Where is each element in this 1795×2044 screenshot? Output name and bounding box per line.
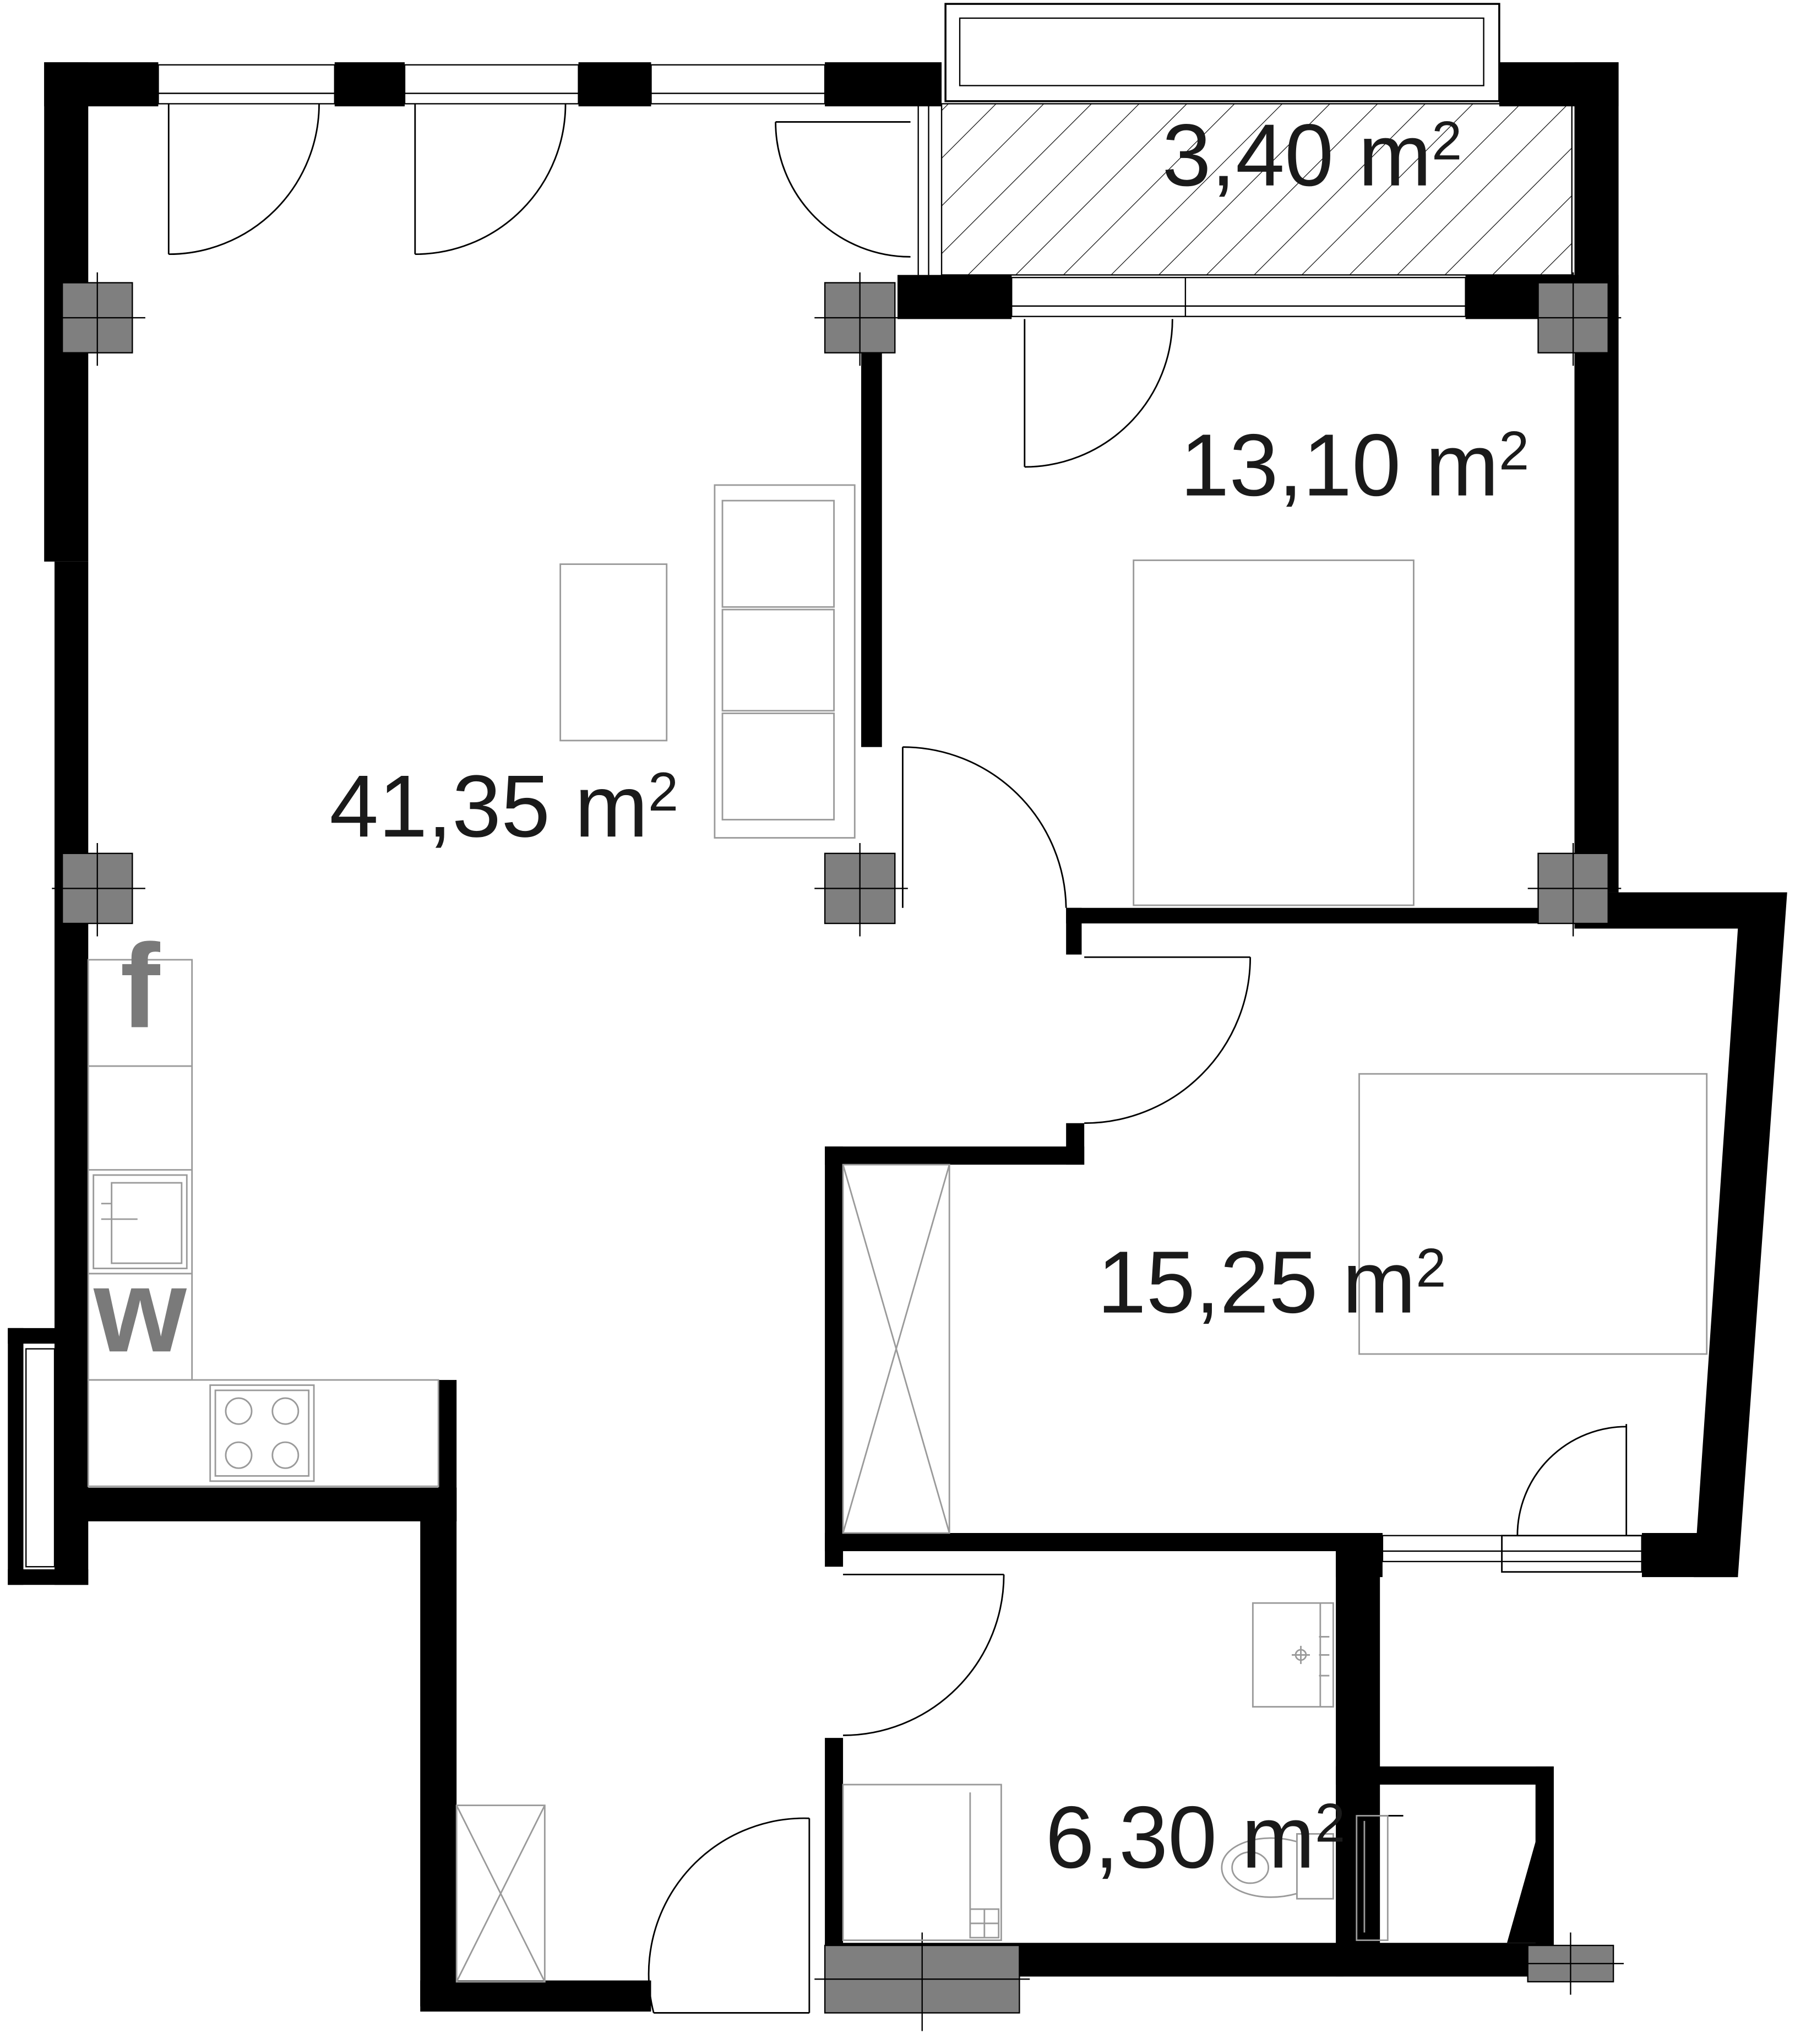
column-icon <box>814 272 908 366</box>
wall <box>825 62 942 107</box>
washer-label: w <box>93 1243 187 1377</box>
area-value: 6,30 m <box>1046 1788 1315 1887</box>
wardrobe-icon <box>842 1164 950 1534</box>
door-swing-icon <box>1084 956 1252 1124</box>
column-icon <box>1527 272 1622 366</box>
doors <box>167 104 1643 2014</box>
wall <box>1066 907 1082 955</box>
wall <box>825 1738 844 1945</box>
area-label-bathroom: 6,30 m2 <box>1046 1788 1346 1887</box>
wall <box>420 1487 457 2007</box>
door-swing-icon <box>902 746 1067 908</box>
wall <box>1574 892 1787 1578</box>
area-label-bedroom-1: 13,10 m2 <box>1180 416 1529 514</box>
wall <box>825 1533 1383 1551</box>
fridge-label: f <box>120 919 160 1052</box>
area-value: 3,40 m <box>1162 106 1432 204</box>
bed-icon <box>1133 559 1415 906</box>
wall <box>1574 62 1619 893</box>
window-icon <box>157 64 335 105</box>
wall <box>55 561 89 1332</box>
wall <box>334 62 405 107</box>
door-swing-icon <box>843 1573 1005 1736</box>
stove-icon <box>209 1384 315 1482</box>
wall <box>1066 907 1575 923</box>
door-swing-icon <box>775 121 911 258</box>
column-icon <box>814 842 908 937</box>
area-superscript: 2 <box>1416 1237 1446 1298</box>
column-icon <box>1527 842 1622 937</box>
wall <box>55 1487 457 1521</box>
door-swing-icon <box>167 104 320 256</box>
area-labels: 41,35 m2 13,10 m2 15,25 m2 6,30 m2 3,40 … <box>329 106 1529 1887</box>
wall <box>1336 1766 1554 1785</box>
bathtub-icon <box>842 1784 1002 1941</box>
wall <box>1507 1784 1554 1943</box>
area-superscript: 2 <box>1315 1792 1345 1853</box>
area-label-bedroom-2: 15,25 m2 <box>1097 1233 1446 1331</box>
wall <box>898 275 1012 319</box>
window-icon <box>1381 1535 1643 1562</box>
walls <box>8 62 1787 2012</box>
area-value: 13,10 m <box>1180 416 1499 514</box>
wall <box>8 1328 24 1585</box>
column-icon <box>814 1932 1030 2031</box>
door-swing-icon <box>414 104 567 256</box>
area-value: 15,25 m <box>1097 1233 1416 1331</box>
table-icon <box>559 563 668 742</box>
bed-icon <box>1358 1073 1708 1355</box>
balcony-floor-hatch <box>940 103 1573 276</box>
balcony <box>917 3 1573 276</box>
wall <box>825 1146 1085 1165</box>
columns <box>52 272 1624 2031</box>
door-swing-icon <box>1501 1424 1643 1573</box>
closet-icon <box>1356 1815 1389 1941</box>
window-icon <box>404 64 579 105</box>
sofa-icon <box>714 484 856 839</box>
kitchen-counter <box>87 959 439 1487</box>
appliance-labels: f w <box>93 919 187 1377</box>
column-icon <box>52 272 145 366</box>
column-icon <box>52 842 145 937</box>
wall <box>55 1344 89 1585</box>
door-swing-icon <box>1024 319 1173 468</box>
wall <box>1641 1533 1738 1578</box>
wall <box>1066 1123 1085 1165</box>
wall <box>1336 1533 1380 1948</box>
wall <box>420 1980 651 2012</box>
window-icon <box>650 64 826 105</box>
toilet-icon <box>1221 1833 1334 1900</box>
sink-icon <box>93 1174 188 1269</box>
wall <box>1336 1943 1554 1977</box>
door-swing-icon <box>648 1817 811 2014</box>
area-label-living: 41,35 m2 <box>329 757 678 855</box>
wall <box>861 319 882 747</box>
window-icon <box>1011 276 1466 317</box>
area-value: 41,35 m <box>329 757 648 855</box>
wall <box>825 1146 844 1567</box>
windows <box>25 64 1643 1568</box>
wardrobe-icon <box>455 1804 546 1983</box>
washbasin-icon <box>1252 1602 1334 1708</box>
furniture <box>87 484 1708 1983</box>
area-superscript: 2 <box>1432 110 1462 171</box>
area-superscript: 2 <box>1499 420 1529 481</box>
balcony-planter-inner <box>959 17 1484 86</box>
window-icon <box>25 1348 56 1568</box>
column-icon <box>1517 1932 1624 1995</box>
wall <box>578 62 651 107</box>
area-superscript: 2 <box>648 761 678 822</box>
area-label-balcony: 3,40 m2 <box>1162 106 1462 204</box>
